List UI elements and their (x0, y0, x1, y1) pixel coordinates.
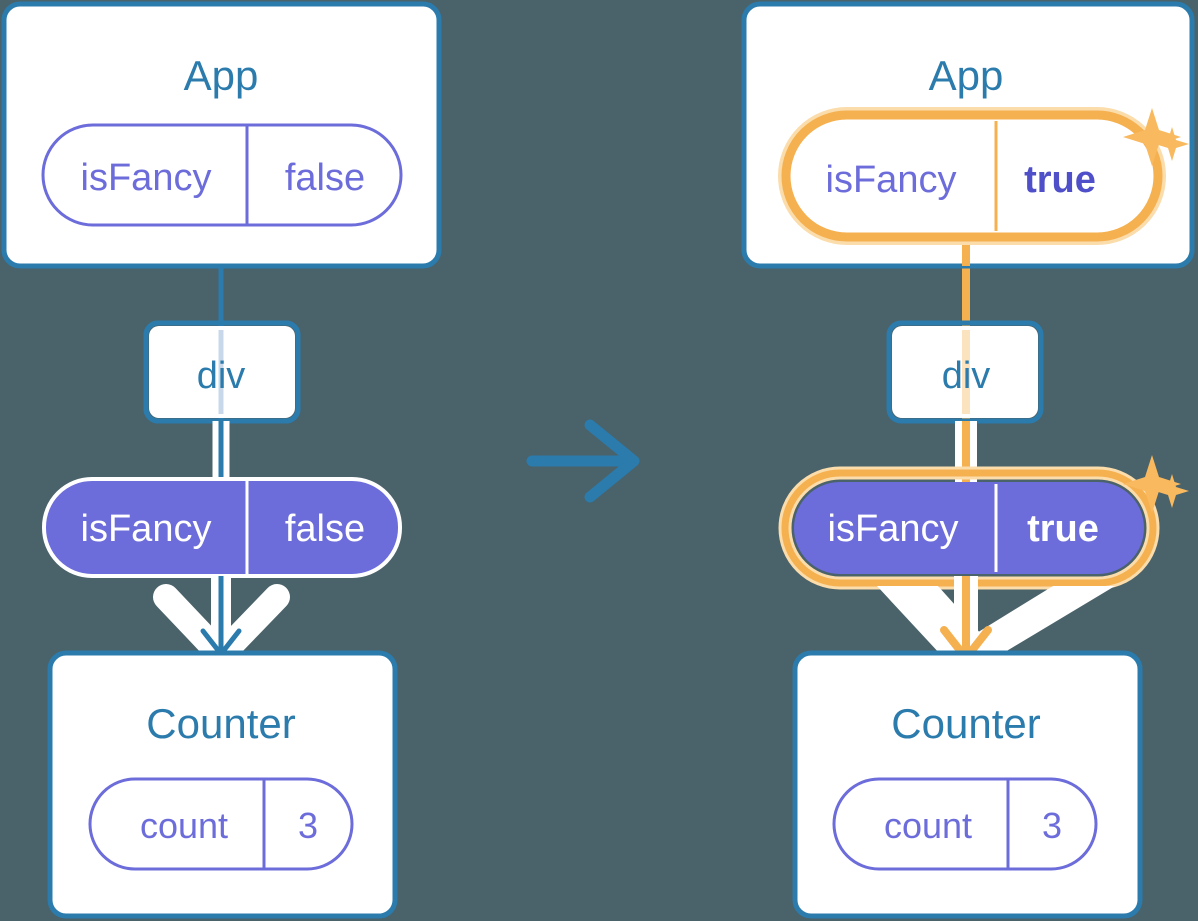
prop-pill-right (794, 482, 1144, 574)
counter-title: Counter (146, 700, 295, 747)
app-title: App (184, 52, 259, 99)
app-title-right: App (929, 52, 1004, 99)
counter-state-pill-name: count (140, 805, 228, 846)
sparkle-large-icon (1123, 108, 1181, 166)
prop-pill-name: isFancy (81, 508, 212, 550)
counter-state-pill-value: 3 (298, 805, 318, 846)
app-state-pill-name: isFancy (81, 157, 212, 199)
app-state-pill-name-right: isFancy (826, 159, 957, 201)
arrow-right-icon (526, 419, 640, 503)
counter-state-pill-name-right: count (884, 805, 972, 846)
div-label-right: div (942, 355, 991, 397)
prop-pill-name-right: isFancy (828, 508, 959, 550)
sparkle-small-icon (1155, 127, 1189, 161)
prop-pill-value-right: true (1027, 508, 1099, 550)
sparkle-large-icon-lower (1123, 455, 1181, 513)
app-state-pill (41, 123, 403, 227)
app-state-pill-value-right: true (1024, 159, 1096, 201)
app-state-pill-ring-right (781, 110, 1163, 242)
app-state-pill-value: false (285, 157, 365, 199)
sparkle-small-icon-lower (1155, 474, 1189, 508)
counter-state-pill-right (832, 777, 1098, 871)
counter-state-pill-value-right: 3 (1042, 805, 1062, 846)
counter-title-right: Counter (891, 700, 1040, 747)
counter-state-pill (88, 777, 354, 871)
prop-pill-value: false (285, 508, 365, 550)
div-label: div (197, 355, 246, 397)
